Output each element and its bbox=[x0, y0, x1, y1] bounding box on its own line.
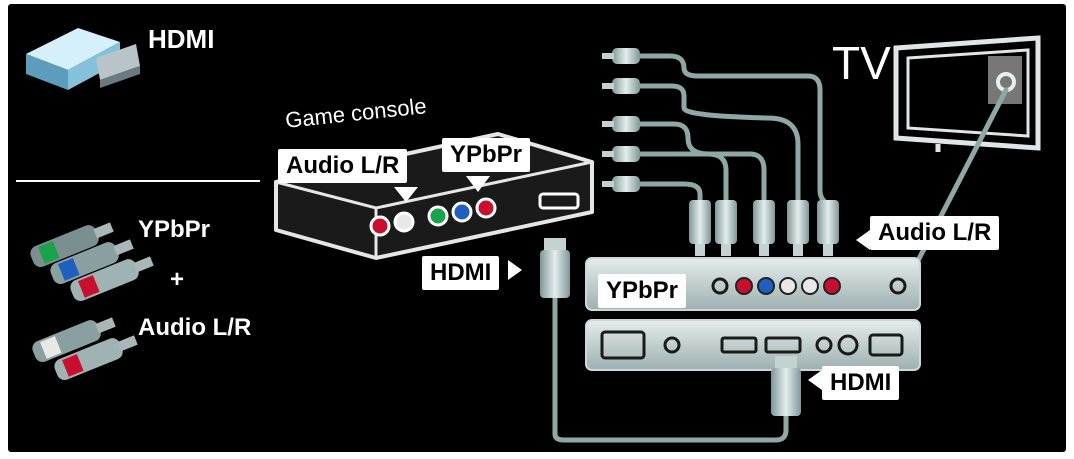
legend-plus-label: + bbox=[170, 266, 185, 293]
legend-ypbpr-label: YPbPr bbox=[138, 216, 211, 243]
diagram-frame: HDMI YPbPr + Audio L/R Game console TV A… bbox=[8, 4, 1066, 452]
panel-audio-label: Audio L/R bbox=[870, 216, 1000, 250]
console-y-jack bbox=[427, 205, 449, 227]
tv-hdmi-port-2 bbox=[764, 336, 802, 354]
panel-audio-pointer bbox=[856, 230, 870, 250]
tv-label: TV bbox=[832, 37, 891, 89]
console-audio-l-jack bbox=[393, 211, 415, 233]
console-hdmi-label: HDMI bbox=[422, 256, 500, 290]
hdmi-plug-icon bbox=[26, 28, 140, 90]
console-hdmi-pointer bbox=[508, 260, 522, 280]
tv-icon bbox=[893, 35, 1041, 152]
legend-audio-label: Audio L/R bbox=[138, 314, 252, 341]
console-ypbpr-label: YPbPr bbox=[442, 138, 531, 172]
panel-plugs bbox=[689, 200, 839, 256]
console-audio-r-jack bbox=[369, 215, 391, 237]
console-pr-jack bbox=[475, 197, 497, 219]
legend-hdmi-label: HDMI bbox=[148, 24, 215, 54]
console-hdmi-port bbox=[538, 192, 580, 210]
tv-connector-panel-bottom bbox=[585, 319, 921, 371]
loose-component-plugs bbox=[602, 116, 640, 192]
console-audio-pointer bbox=[394, 187, 418, 202]
hdmi-plug-console-end bbox=[540, 238, 570, 298]
panel-ypbpr-label: YPbPr bbox=[598, 274, 687, 308]
panel-hdmi-pointer bbox=[808, 370, 822, 390]
loose-audio-plugs bbox=[602, 48, 640, 94]
console-pb-jack bbox=[451, 201, 473, 223]
console-audio-label: Audio L/R bbox=[278, 149, 408, 183]
audio-plugs-icon bbox=[32, 317, 138, 380]
console-ypbpr-pointer bbox=[466, 176, 490, 192]
tv-hdmi-port-1 bbox=[720, 336, 758, 354]
component-plugs-icon bbox=[30, 222, 154, 301]
hdmi-plug-tv-end bbox=[771, 356, 801, 416]
panel-hdmi-label: HDMI bbox=[822, 366, 900, 400]
